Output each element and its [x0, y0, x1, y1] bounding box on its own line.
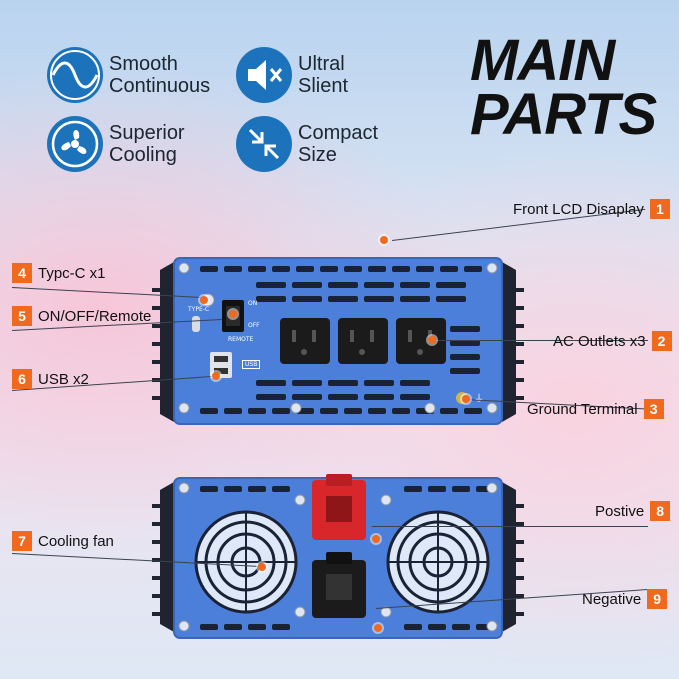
callout-number: 7 [12, 531, 32, 551]
callout-6: 6 USB x2 [12, 369, 89, 389]
switch-off-label: OFF [248, 322, 260, 329]
callout-number: 2 [651, 331, 672, 351]
callout-text: Ground Terminal [527, 400, 638, 418]
feature-line1: Smooth [109, 53, 178, 75]
sine-wave-icon [47, 47, 103, 103]
marker-dot-8 [372, 535, 380, 543]
marker-dot-5 [229, 310, 237, 318]
callout-number: 4 [12, 263, 32, 283]
compress-arrows-icon [236, 116, 292, 172]
callout-number: 3 [643, 399, 664, 419]
feature-line2: Cooling [109, 144, 177, 166]
callout-4: 4 Typc-C x1 [12, 263, 106, 283]
feature-line1: Ultral [298, 53, 345, 75]
callout-3: Ground Terminal 3 [527, 399, 664, 419]
marker-dot-7 [258, 563, 266, 571]
callout-5: 5 ON/OFF/Remote [12, 306, 151, 326]
title-line1: MAIN [470, 28, 615, 93]
callout-7: 7 Cooling fan [12, 531, 114, 551]
page-title: MAIN PARTS [470, 28, 670, 147]
feature-line2: Continuous [109, 75, 211, 97]
callout-text: Cooling fan [38, 532, 114, 550]
callout-9: Negative 9 [582, 589, 668, 609]
callout-text: ON/OFF/Remote [38, 307, 152, 325]
marker-dot-9 [374, 624, 382, 632]
callout-text: Typc-C x1 [38, 264, 106, 282]
title-line2: PARTS [470, 82, 657, 147]
marker-dot-2 [428, 336, 436, 344]
feature-line1: Compact [298, 122, 379, 144]
callout-2: AC Outlets x3 2 [553, 331, 672, 351]
callout-number: 5 [12, 306, 32, 326]
leader-line-2 [432, 340, 648, 341]
callout-8: Postive 8 [595, 501, 671, 521]
feature-line2: Size [298, 144, 337, 166]
switch-on-label: ON [248, 300, 258, 307]
callout-1: Front LCD Disaplay 1 [513, 199, 670, 219]
callout-number: 8 [650, 501, 671, 521]
leader-line-8 [372, 526, 648, 527]
marker-dot-1 [380, 236, 388, 244]
callout-text: AC Outlets x3 [553, 332, 646, 350]
usb-port-label: USB [242, 360, 261, 369]
marker-dot-6 [212, 372, 220, 380]
callout-text: USB x2 [38, 370, 89, 388]
callout-number: 9 [647, 589, 668, 609]
marker-dot-4 [200, 296, 208, 304]
type-c-port-label: TYPE-C [188, 306, 210, 313]
callout-text: Front LCD Disaplay [513, 200, 644, 218]
marker-dot-3 [462, 395, 470, 403]
remote-label: REMOTE [228, 336, 254, 343]
mute-speaker-icon [236, 47, 292, 103]
feature-line1: Superior [109, 122, 185, 144]
callout-text: Postive [595, 502, 645, 520]
fan-icon [47, 116, 103, 172]
callout-number: 1 [649, 199, 670, 219]
callout-text: Negative [582, 590, 642, 608]
feature-line2: Slient [298, 75, 349, 97]
callout-number: 6 [12, 369, 32, 389]
